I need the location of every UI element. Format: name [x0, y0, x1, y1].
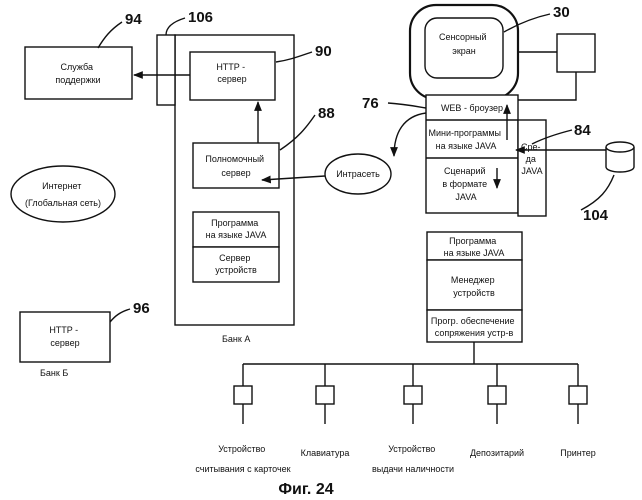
device-printer: Принтер: [560, 364, 596, 458]
full-server-box: [193, 143, 279, 188]
device-card-reader: Устройство считывания с карточек: [195, 364, 290, 474]
figure-caption: Фиг. 24: [278, 481, 333, 498]
ref-76: 76: [362, 95, 379, 112]
http-server-b-box: [20, 312, 110, 362]
device-cash-label: Устройство выдачи наличности: [372, 444, 454, 474]
device-depository-label: Депозитарий: [470, 448, 524, 458]
ref-30: 30: [553, 4, 570, 21]
leader-94: [98, 22, 122, 48]
bank-a-label: Банк А: [222, 334, 250, 344]
device-card-reader-label: Устройство считывания с карточек: [195, 444, 290, 474]
arrow-terminal-to-intranet: [394, 113, 426, 156]
ref-96: 96: [133, 300, 150, 317]
leader-76: [388, 103, 426, 108]
device-cash-dispenser: Устройство выдачи наличности: [372, 364, 454, 474]
device-keyboard-label: Клавиатура: [301, 448, 350, 458]
device-keyboard: Клавиатура: [301, 364, 350, 458]
device-printer-label: Принтер: [560, 448, 596, 458]
touch-controller-box: [557, 34, 595, 72]
device-depository: Депозитарий: [470, 364, 524, 458]
ref-84: 84: [574, 122, 591, 139]
bank-b-label: Банк Б: [40, 368, 68, 378]
ref-106: 106: [188, 9, 213, 26]
controller-to-browser-line: [518, 72, 576, 100]
support-service-box: [25, 47, 132, 99]
ref-104: 104: [583, 207, 609, 224]
leader-106: [166, 18, 185, 35]
device-manager-box: [427, 260, 522, 310]
ref-88: 88: [318, 105, 335, 122]
internet-ellipse: [11, 166, 115, 222]
leader-104: [581, 175, 614, 210]
leader-96: [110, 309, 130, 322]
intranet-label: Интрасеть: [336, 169, 380, 179]
firewall-106: [157, 35, 175, 105]
ref-90: 90: [315, 43, 332, 60]
database-top: [606, 142, 634, 152]
web-browser-label: WEB - броузер: [441, 103, 503, 113]
ref-94: 94: [125, 11, 142, 28]
